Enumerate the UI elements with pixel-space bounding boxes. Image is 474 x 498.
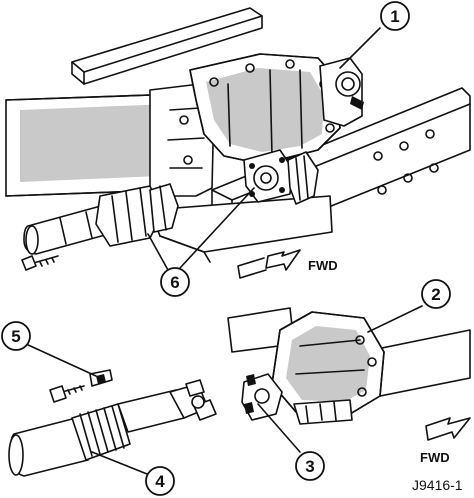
transmission-housing [5, 83, 215, 197]
front-output-yoke [243, 149, 319, 205]
fwd-arrow-top: FWD [237, 249, 338, 279]
callout-2: 2 [421, 279, 451, 309]
transfer-case [189, 53, 341, 165]
front-cv-joint [95, 183, 179, 247]
fwd-label-bottom: FWD [420, 450, 450, 465]
leader-6a [147, 233, 169, 271]
rear-axle-tube [227, 307, 471, 397]
callout-6: 6 [160, 267, 190, 297]
shaft-bolt-top [21, 255, 59, 271]
fwd-label-top: FWD [308, 258, 338, 273]
rear-axle-bracket [293, 399, 353, 425]
leader-6b [179, 187, 255, 269]
rear-shaft-boot [71, 389, 185, 461]
leader-1 [339, 27, 381, 69]
strap-and-bolt [49, 369, 113, 403]
transfer-case-rear-cover [319, 57, 364, 127]
callout-4: 4 [145, 466, 175, 496]
callout-3-label: 3 [305, 457, 314, 476]
figure-id: J9416-1 [412, 477, 463, 493]
leader-2 [367, 305, 423, 333]
rear-u-joint [169, 379, 217, 421]
callout-leaders [25, 27, 423, 477]
callout-3: 3 [295, 451, 325, 481]
fwd-arrow-bottom: FWD [420, 417, 471, 465]
leader-3 [257, 403, 301, 453]
callout-1-label: 1 [390, 7, 399, 26]
pinion-yoke [241, 373, 283, 421]
callout-2-label: 2 [431, 285, 440, 304]
callout-5: 5 [1, 321, 31, 351]
callout-4-label: 4 [155, 472, 165, 491]
callout-5-label: 5 [11, 327, 20, 346]
callout-1: 1 [380, 1, 410, 31]
front-propeller-shaft [23, 203, 117, 255]
leader-5 [25, 343, 97, 377]
rear-differential-housing [271, 311, 385, 415]
rear-shaft-tube [8, 417, 89, 477]
frame-rail-upper [71, 7, 263, 85]
leader-4 [91, 451, 153, 477]
callout-6-label: 6 [170, 273, 179, 292]
